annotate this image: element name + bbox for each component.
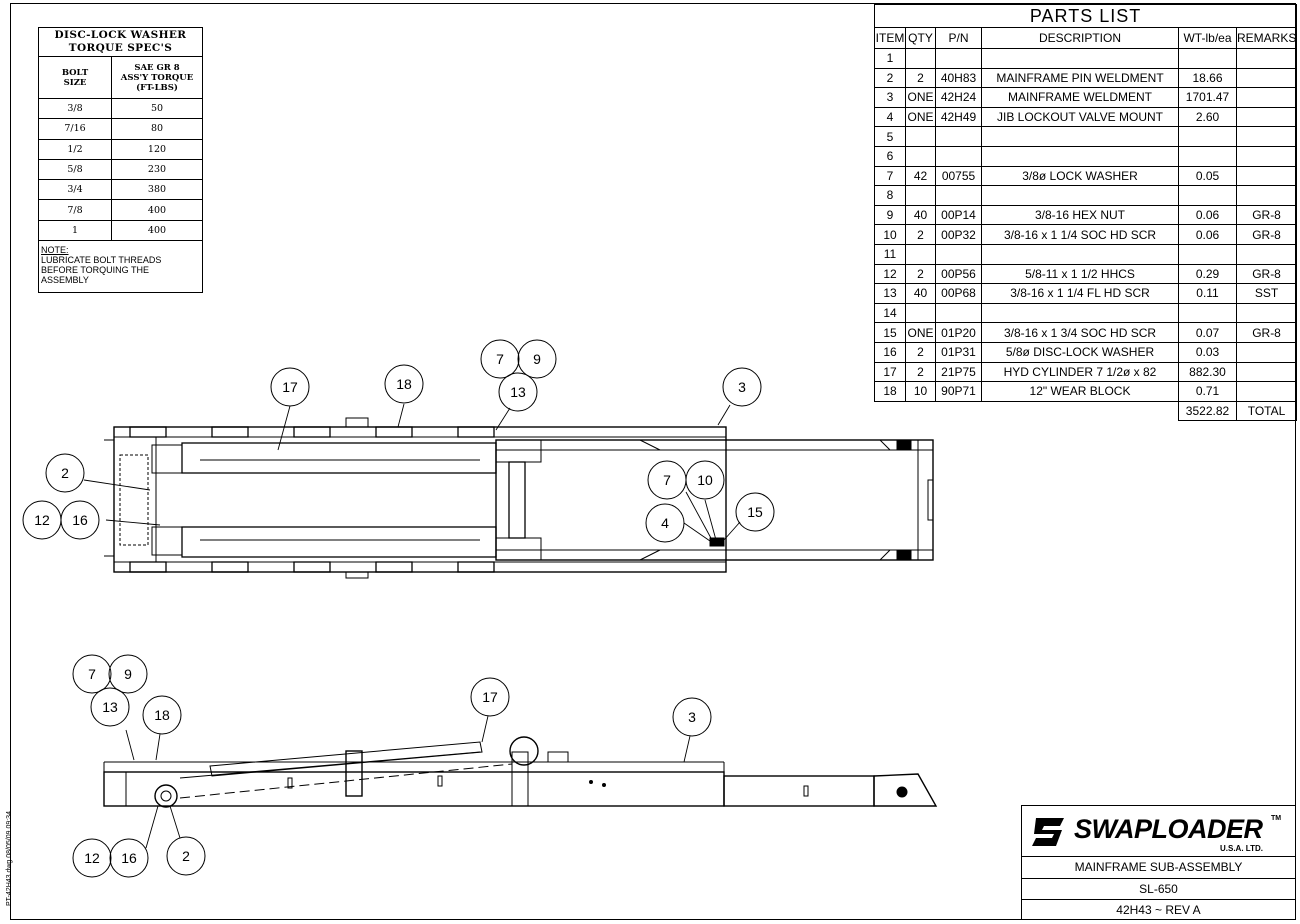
parts-list-table: PARTS LIST ITEM QTY P/N DESCRIPTION WT-l… xyxy=(873,4,1298,422)
svg-text:18: 18 xyxy=(154,707,170,723)
mainframe-outline-side xyxy=(103,771,725,807)
drawing-number: 42H43 ~ REV A xyxy=(1116,903,1201,917)
svg-text:9: 9 xyxy=(533,351,541,367)
balloon: 18 xyxy=(142,695,182,735)
svg-text:7: 7 xyxy=(663,472,671,488)
balloon: 12 xyxy=(22,500,62,540)
torque-note: NOTE: LUBRICATE BOLT THREADS BEFORE TORQ… xyxy=(38,240,203,294)
total-weight: 3522.82 xyxy=(1178,400,1237,422)
balloon: 7 xyxy=(480,339,520,379)
svg-text:15: 15 xyxy=(747,504,763,520)
model-number: SL-650 xyxy=(1022,879,1295,900)
parts-total-row: 3522.82 TOTAL xyxy=(875,400,1298,422)
balloon: 2 xyxy=(166,836,206,876)
balloon: 4 xyxy=(645,503,685,543)
drawing-border xyxy=(10,3,1296,920)
svg-text:17: 17 xyxy=(282,379,298,395)
hyd-cylinder-side xyxy=(209,741,483,777)
svg-text:7: 7 xyxy=(88,666,96,682)
torque-header-bolt: BOLT SIZE xyxy=(38,56,112,99)
brand-name: SWAPLOADER xyxy=(1074,814,1263,844)
balloon: 17 xyxy=(470,677,510,717)
svg-text:4: 4 xyxy=(661,515,669,531)
balloon: 12 xyxy=(72,838,112,878)
balloon: 10 xyxy=(685,460,725,500)
svg-text:12: 12 xyxy=(84,850,100,866)
trademark-mark: TM xyxy=(1271,815,1282,822)
leader-lines xyxy=(83,403,741,849)
svg-text:2: 2 xyxy=(182,848,190,864)
svg-text:7: 7 xyxy=(496,351,504,367)
torque-spec-table: DISC-LOCK WASHER TORQUE SPEC'S BOLT SIZE… xyxy=(38,27,203,294)
balloon: 16 xyxy=(60,500,100,540)
balloon: 3 xyxy=(672,697,712,737)
hyd-cylinder-top-upper xyxy=(181,442,497,474)
title-block: SWAPLOADER TM U.S.A. LTD. MAINFRAME SUB-… xyxy=(1021,805,1296,920)
side-view xyxy=(103,736,938,808)
svg-text:2: 2 xyxy=(61,465,69,481)
svg-text:16: 16 xyxy=(72,512,88,528)
brand-subtitle: U.S.A. LTD. xyxy=(1220,844,1263,853)
balloon: 9 xyxy=(108,654,148,694)
parts-row: 8 xyxy=(874,185,1298,206)
svg-text:9: 9 xyxy=(124,666,132,682)
drawing-title: MAINFRAME SUB-ASSEMBLY xyxy=(1022,857,1295,879)
item-balloons: 17 18 7 9 13 3 2 12 16 7 10 4 15 7 9 13 … xyxy=(22,339,775,878)
balloon: 2 xyxy=(45,453,85,493)
svg-text:18: 18 xyxy=(396,376,412,392)
balloon: 7 xyxy=(647,460,687,500)
balloon: 16 xyxy=(109,838,149,878)
svg-text:13: 13 xyxy=(510,384,526,400)
balloon: 17 xyxy=(270,367,310,407)
top-view xyxy=(104,417,934,579)
torque-header-torque: SAE GR 8 ASS'Y TORQUE (FT-LBS) xyxy=(111,56,203,99)
svg-text:3: 3 xyxy=(688,709,696,725)
swaploader-logo-icon xyxy=(1032,818,1064,846)
balloon: 13 xyxy=(498,372,538,412)
pivot-pin-side xyxy=(154,784,178,808)
svg-text:17: 17 xyxy=(482,689,498,705)
balloon: 7 xyxy=(72,654,112,694)
balloon: 13 xyxy=(90,687,130,727)
hyd-cylinder-top-lower xyxy=(181,526,497,558)
svg-text:3: 3 xyxy=(738,379,746,395)
balloon: 15 xyxy=(735,492,775,532)
svg-text:10: 10 xyxy=(697,472,713,488)
balloon: 3 xyxy=(722,367,762,407)
svg-text:12: 12 xyxy=(34,512,50,528)
total-label: TOTAL xyxy=(1235,400,1298,422)
balloon: 18 xyxy=(384,364,424,404)
svg-text:16: 16 xyxy=(121,850,137,866)
balloon: 9 xyxy=(517,339,557,379)
inner-boom-side xyxy=(723,775,875,807)
parts-list-header: ITEM QTY P/N DESCRIPTION WT-lb/ea REMARK… xyxy=(874,27,1298,49)
svg-text:13: 13 xyxy=(102,699,118,715)
brand-logo: SWAPLOADER TM U.S.A. LTD. xyxy=(1022,806,1295,857)
